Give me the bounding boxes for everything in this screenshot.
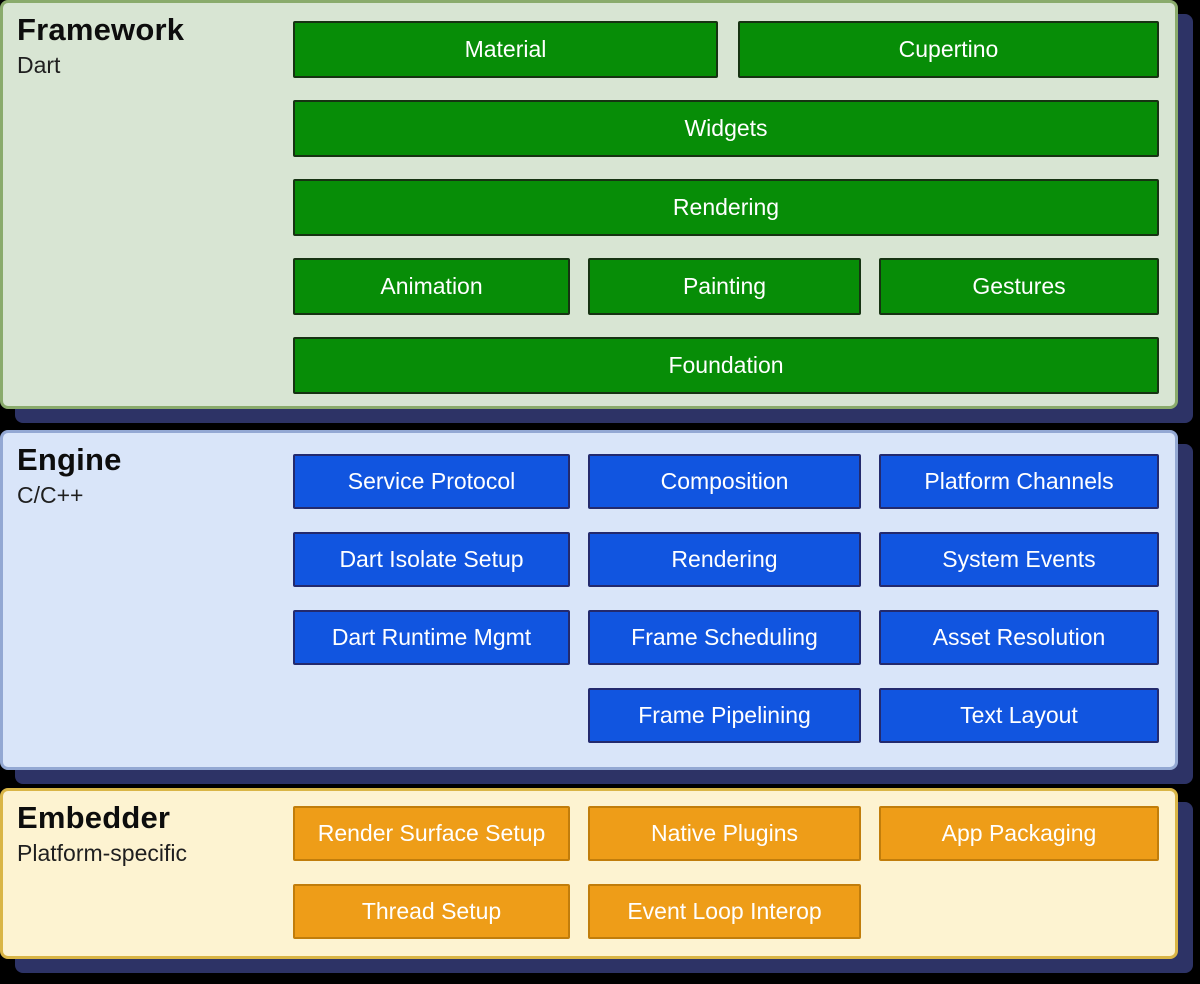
box-native-plugins: Native Plugins <box>588 806 861 861</box>
box-platform-channels: Platform Channels <box>879 454 1159 509</box>
embedder-boxes: Render Surface Setup Native Plugins App … <box>293 806 1159 939</box>
framework-layer-panel: Framework Dart Material Cupertino Widget… <box>0 0 1178 409</box>
engine-subtitle: C/C++ <box>17 481 84 508</box>
engine-row-1: Service Protocol Composition Platform Ch… <box>293 454 1159 509</box>
engine-row-3: Dart Runtime Mgmt Frame Scheduling Asset… <box>293 610 1159 665</box>
engine-label: Engine C/C++ <box>17 441 122 511</box>
box-foundation: Foundation <box>293 337 1159 394</box>
embedder-title: Embedder <box>17 800 171 835</box>
box-thread-setup: Thread Setup <box>293 884 570 939</box>
box-composition: Composition <box>588 454 861 509</box>
engine-layer-panel: Engine C/C++ Service Protocol Compositio… <box>0 430 1178 770</box>
embedder-layer-panel: Embedder Platform-specific Render Surfac… <box>0 788 1178 959</box>
engine-row-4: Frame Pipelining Text Layout <box>293 688 1159 743</box>
framework-row-1: Material Cupertino <box>293 21 1159 78</box>
framework-row-3: Rendering <box>293 179 1159 236</box>
box-frame-pipelining: Frame Pipelining <box>588 688 861 743</box>
box-rendering-framework: Rendering <box>293 179 1159 236</box>
box-painting: Painting <box>588 258 861 315</box>
box-dart-isolate-setup: Dart Isolate Setup <box>293 532 570 587</box>
framework-row-5: Foundation <box>293 337 1159 394</box>
engine-title: Engine <box>17 442 122 477</box>
embedder-row-2: Thread Setup Event Loop Interop <box>293 884 1159 939</box>
box-material: Material <box>293 21 718 78</box>
box-system-events: System Events <box>879 532 1159 587</box>
engine-boxes: Service Protocol Composition Platform Ch… <box>293 454 1159 743</box>
box-animation: Animation <box>293 258 570 315</box>
box-rendering-engine: Rendering <box>588 532 861 587</box>
framework-row-2: Widgets <box>293 100 1159 157</box>
box-render-surface-setup: Render Surface Setup <box>293 806 570 861</box>
box-asset-resolution: Asset Resolution <box>879 610 1159 665</box>
framework-subtitle: Dart <box>17 51 61 78</box>
embedder-label: Embedder Platform-specific <box>17 799 187 869</box>
box-event-loop-interop: Event Loop Interop <box>588 884 861 939</box>
box-text-layout: Text Layout <box>879 688 1159 743</box>
box-app-packaging: App Packaging <box>879 806 1159 861</box>
framework-label: Framework Dart <box>17 11 184 81</box>
box-service-protocol: Service Protocol <box>293 454 570 509</box>
box-gestures: Gestures <box>879 258 1159 315</box>
engine-row-2: Dart Isolate Setup Rendering System Even… <box>293 532 1159 587</box>
embedder-row-1: Render Surface Setup Native Plugins App … <box>293 806 1159 861</box>
embedder-subtitle: Platform-specific <box>17 839 187 866</box>
box-frame-scheduling: Frame Scheduling <box>588 610 861 665</box>
box-widgets: Widgets <box>293 100 1159 157</box>
box-dart-runtime-mgmt: Dart Runtime Mgmt <box>293 610 570 665</box>
framework-title: Framework <box>17 12 185 47</box>
box-cupertino: Cupertino <box>738 21 1159 78</box>
framework-row-4: Animation Painting Gestures <box>293 258 1159 315</box>
framework-boxes: Material Cupertino Widgets Rendering Ani… <box>293 21 1159 394</box>
